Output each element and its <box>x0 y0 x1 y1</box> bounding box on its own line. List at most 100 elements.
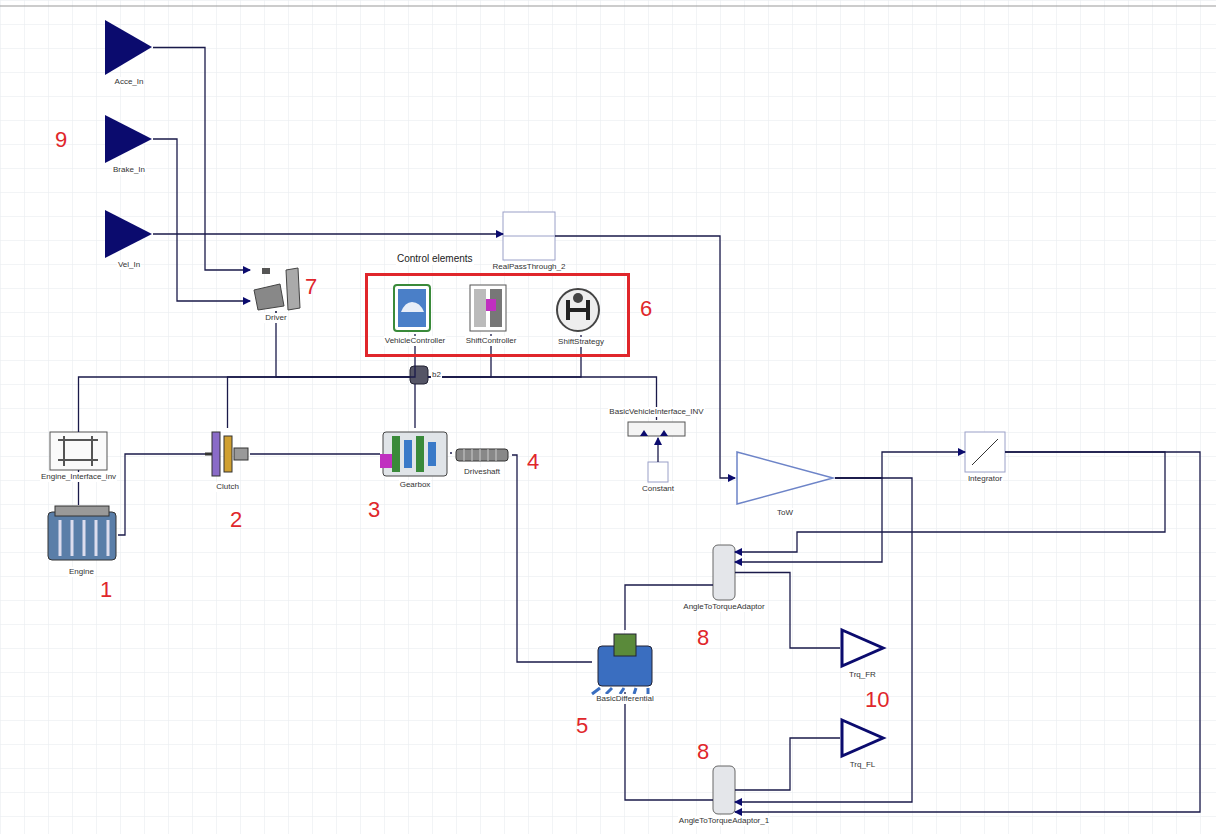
component-name: b2 <box>431 370 442 380</box>
passthrough-block: RealPassThrough_2 <box>503 212 555 260</box>
component-name: RealPassThrough_2 <box>492 262 567 272</box>
engine-interface-icon <box>50 432 107 470</box>
callout-number: 10 <box>865 688 889 712</box>
output-port: Trq_FR <box>840 628 885 668</box>
gearbox-icon <box>404 440 412 468</box>
component-name: Engine_Interface_inv <box>40 472 117 482</box>
component-name: Engine <box>68 567 95 577</box>
component-name: Constant <box>641 484 675 494</box>
callout-number: 8 <box>697 626 709 650</box>
integrator-block <box>972 439 998 465</box>
signal-wire <box>153 139 250 301</box>
adaptor-icons <box>713 766 735 814</box>
shift-strategy-icon <box>557 289 599 331</box>
gearbox-icon <box>380 432 447 476</box>
engine-icon <box>60 520 108 556</box>
signal-wire <box>657 438 658 462</box>
clutch-icon <box>205 432 248 476</box>
clutch-icon <box>224 436 232 472</box>
driveshaft-icon <box>456 449 508 461</box>
signal-wire <box>835 452 965 478</box>
callout-number: 1 <box>100 578 112 602</box>
bus-connector-icon <box>410 366 428 384</box>
callout-number: 9 <box>55 128 67 152</box>
vehicle-interface-icon <box>628 422 685 436</box>
input-triangles <box>105 20 152 75</box>
integrator-block: Integrator <box>965 432 1005 472</box>
differential-icon <box>614 634 636 656</box>
engine-interface-icon <box>50 432 107 470</box>
gearbox-block: Gearbox <box>380 428 450 478</box>
gearbox-icon <box>392 436 400 472</box>
gain-triangle <box>737 452 833 504</box>
engine-block: Engine <box>45 505 118 565</box>
vehicle-controller-icon <box>398 289 426 327</box>
component-name: Clutch <box>215 482 240 492</box>
shift-controller-icon <box>470 285 506 331</box>
signal-wire <box>735 738 840 790</box>
vehicle-interface-icon <box>628 422 685 436</box>
integrator-block <box>965 432 1005 472</box>
shift-controller-icon <box>486 299 496 311</box>
strategy-block: ShiftStrategy <box>555 291 607 335</box>
passthrough-block <box>503 212 555 260</box>
signal-wire <box>118 454 205 535</box>
callout-number: 6 <box>640 297 652 321</box>
interface-block: BasicVehicleInterface_INV <box>628 420 685 438</box>
adaptor-block: AngleToTorqueAdaptor <box>713 545 735 600</box>
signal-wire <box>79 377 411 432</box>
clutch-icon <box>205 453 212 456</box>
component-name: VehicleController <box>384 336 446 346</box>
component-name: Acce_In <box>114 77 145 87</box>
signal-wire <box>625 692 713 800</box>
vehicle-interface-icon <box>640 430 668 436</box>
differential-block: BasicDifferential <box>592 630 658 692</box>
shift-controller-icon <box>470 285 506 331</box>
component-name: Driveshaft <box>463 467 501 477</box>
clutch-block: Clutch <box>205 428 250 480</box>
input-port: Brake_In <box>105 115 153 163</box>
callout-number: 5 <box>576 714 588 738</box>
driver-pedals <box>254 284 284 310</box>
component-name: AngleToTorqueAdaptor <box>682 602 765 612</box>
component-name: BasicDifferential <box>595 694 655 704</box>
signal-wire <box>450 452 452 453</box>
signal-wire <box>735 452 1200 812</box>
gearbox-icon <box>383 432 447 476</box>
driveshaft-icon <box>456 449 508 461</box>
driveshaft-icon <box>464 449 496 461</box>
driver-pedals <box>254 268 300 318</box>
control-group-box: Control elementsVehicleControllerShiftCo… <box>365 273 630 357</box>
adaptor-icons <box>713 545 735 814</box>
signal-wire <box>512 455 592 662</box>
input-port: Vel_In <box>105 210 153 258</box>
shift-strategy-icon <box>557 289 599 331</box>
component-name: Vel_In <box>117 260 141 270</box>
bus-connector: b2 <box>410 366 428 384</box>
signal-wire <box>153 48 250 271</box>
input-triangles <box>105 115 152 163</box>
vehicle-controller-icon <box>394 285 430 331</box>
component-name: AngleToTorqueAdaptor_1 <box>678 816 770 826</box>
component-name: Driver <box>264 313 287 323</box>
input-port: Acce_In <box>105 20 153 75</box>
passthrough-block <box>503 212 555 260</box>
callout-number: 4 <box>527 450 539 474</box>
gain-block: ToW <box>735 450 835 506</box>
group-heading: Control elements <box>396 253 474 265</box>
gearbox-icon <box>428 442 436 466</box>
engine-interface-icon <box>58 436 98 466</box>
interface-block: Engine_Interface_inv <box>50 432 107 470</box>
driveshaft-block: Driveshaft <box>452 445 512 465</box>
input-triangles <box>105 20 152 258</box>
input-triangles <box>105 210 152 258</box>
component-name: Trq_FL <box>849 760 877 770</box>
callout-number: 7 <box>305 275 317 299</box>
clutch-icon <box>212 432 220 476</box>
component-name: Brake_In <box>112 165 146 175</box>
callout-number: 3 <box>368 498 380 522</box>
top-rule <box>0 6 1216 7</box>
controller-block: ShiftController <box>473 288 509 334</box>
